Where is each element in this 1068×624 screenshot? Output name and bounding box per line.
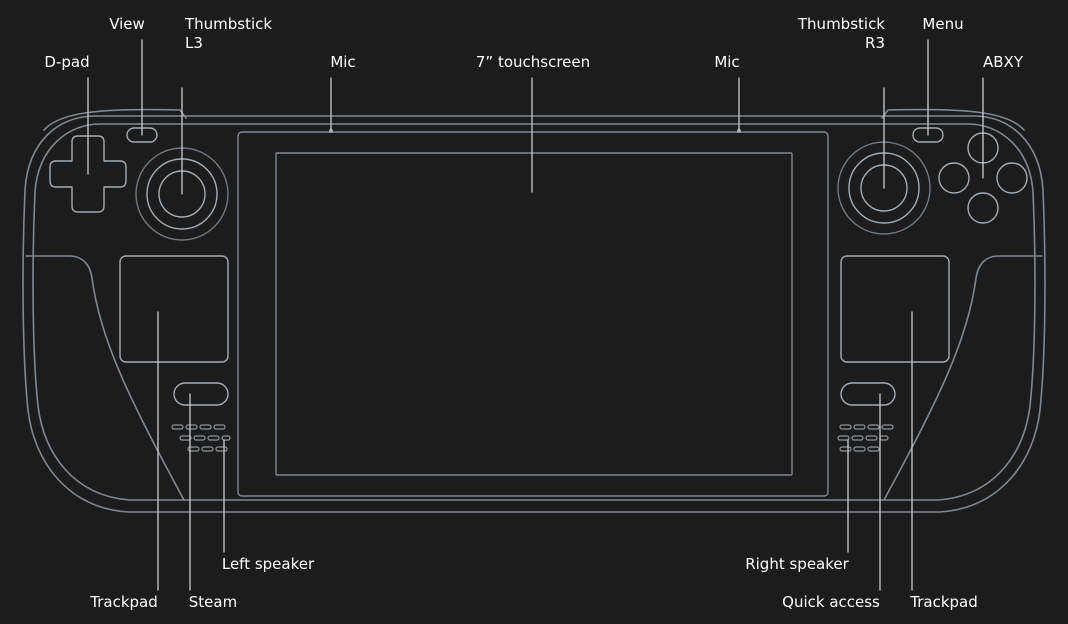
label-abxy: ABXY bbox=[983, 53, 1023, 71]
left-controls bbox=[49, 127, 229, 406]
mic-right-hole bbox=[737, 129, 741, 133]
body-inner-outline bbox=[32, 123, 1036, 501]
quick-access-button bbox=[840, 382, 896, 406]
label-right-speaker: Right speaker bbox=[745, 555, 849, 573]
label-mic-left: Mic bbox=[330, 53, 356, 71]
body-outer-outline bbox=[22, 115, 1046, 513]
right-trackpad bbox=[840, 255, 950, 363]
label-thumbstick-l3-line1: Thumbstick bbox=[185, 15, 273, 33]
left-shoulder bbox=[43, 108, 187, 131]
right-shoulder bbox=[881, 108, 1025, 131]
screen-assembly bbox=[237, 131, 829, 497]
device-body bbox=[22, 108, 1046, 513]
label-thumbstick-l3-line2: L3 bbox=[185, 34, 203, 52]
label-left-speaker: Left speaker bbox=[221, 555, 315, 573]
label-touchscreen: 7” touchscreen bbox=[475, 53, 591, 71]
button-a bbox=[967, 192, 999, 224]
label-trackpad-left: Trackpad bbox=[90, 593, 158, 611]
mic-left-hole bbox=[329, 129, 333, 133]
screen-bezel bbox=[237, 131, 829, 497]
left-speaker-grill bbox=[171, 424, 231, 452]
label-thumbstick-r3-line2: R3 bbox=[865, 34, 885, 52]
label-trackpad-right: Trackpad bbox=[910, 593, 978, 611]
label-quick-access: Quick access bbox=[782, 593, 880, 611]
leader-lines bbox=[87, 39, 984, 591]
label-thumbstick-r3-line1: Thumbstick bbox=[797, 15, 885, 33]
label-steam: Steam bbox=[188, 593, 238, 611]
label-view: View bbox=[109, 15, 145, 33]
label-thumbstick-l3: Thumbstick L3 bbox=[185, 15, 272, 53]
right-controls bbox=[837, 127, 1028, 406]
label-dpad: D-pad bbox=[44, 53, 90, 71]
right-grip-line bbox=[883, 255, 1043, 501]
left-trackpad bbox=[119, 255, 229, 363]
button-b bbox=[996, 162, 1028, 194]
touchscreen bbox=[275, 152, 793, 476]
left-grip-line bbox=[25, 255, 185, 501]
label-thumbstick-r3: Thumbstick R3 bbox=[797, 15, 885, 53]
button-x bbox=[938, 162, 970, 194]
dpad bbox=[49, 135, 127, 213]
right-speaker-grill bbox=[837, 424, 894, 452]
steam-button bbox=[173, 382, 229, 406]
label-mic-right: Mic bbox=[714, 53, 740, 71]
label-menu: Menu bbox=[922, 15, 964, 33]
